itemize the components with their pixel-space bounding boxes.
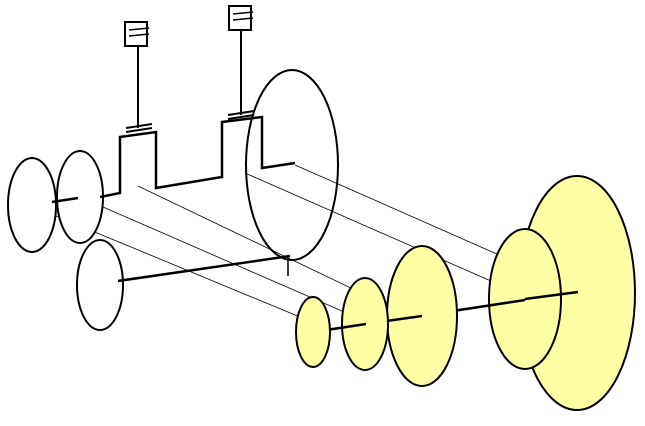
- piston-left-bearing-1: [125, 123, 153, 129]
- pulley-left: [7, 157, 57, 253]
- piston-left-ring-2: [128, 33, 150, 37]
- equivalent-system: [295, 175, 636, 411]
- equivalent-shaft-5: [524, 290, 579, 301]
- flywheel-large: [245, 69, 339, 261]
- piston-left-ring-1: [128, 27, 150, 31]
- piston-right-ring-1: [232, 11, 254, 15]
- crankshaft: [99, 115, 296, 199]
- projection-line-4: [244, 172, 501, 286]
- piston-right: [227, 5, 255, 120]
- piston-right-ring-2: [232, 17, 254, 21]
- projection-line-5: [294, 164, 516, 263]
- piston-right-bearing-2: [227, 114, 255, 120]
- pulley-middle: [56, 150, 104, 244]
- piston-left: [124, 21, 153, 133]
- crank-pulley: [76, 239, 124, 331]
- original-system: [7, 5, 339, 331]
- shaft-pulley-link: [51, 196, 79, 204]
- piston-left-bearing-2: [125, 127, 153, 133]
- piston-right-bearing-1: [227, 110, 255, 116]
- equivalent-disk-1: [295, 296, 331, 368]
- crankshaft-lower-link: [117, 254, 291, 283]
